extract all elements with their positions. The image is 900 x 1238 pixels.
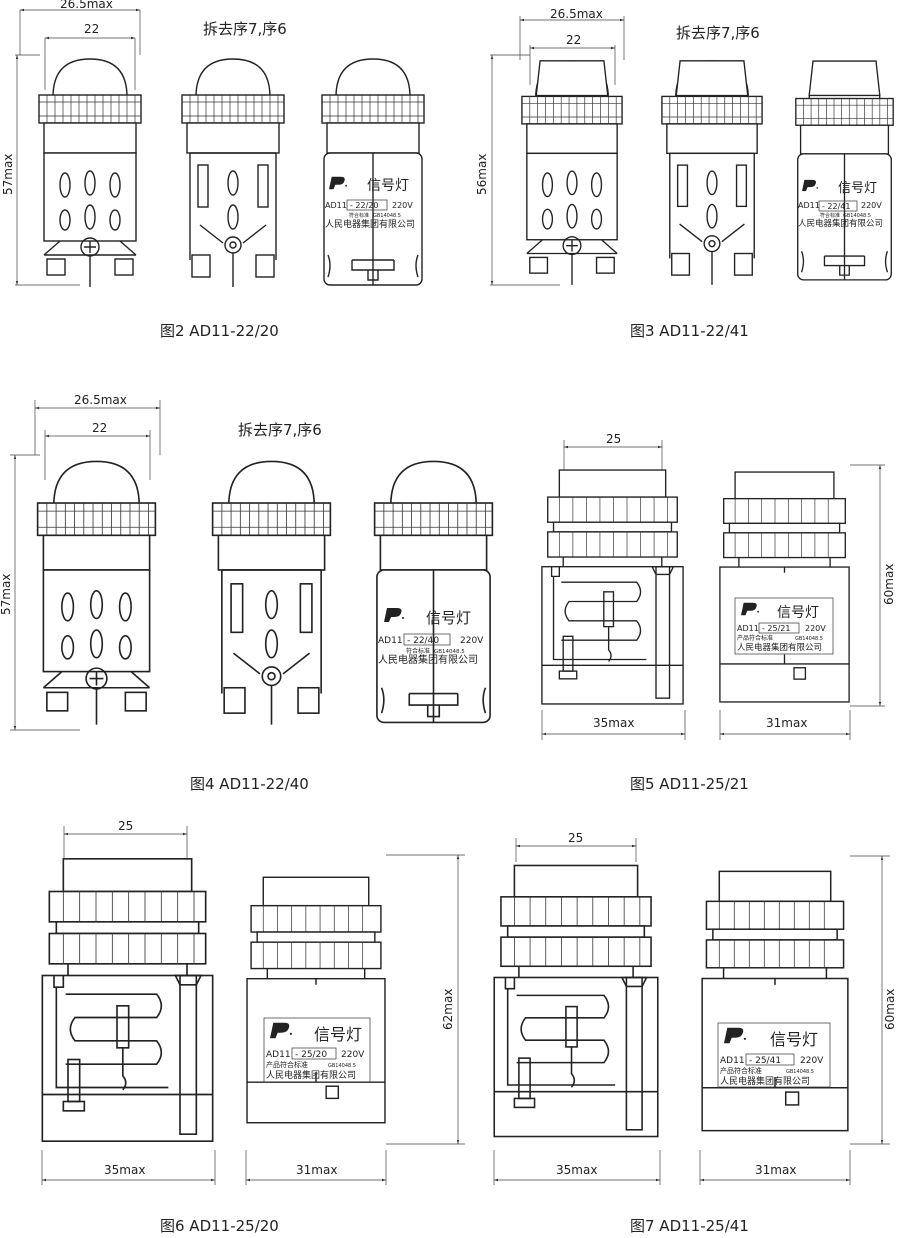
nameplate: 信号灯 AD11 - 25/20 220V 产品符合标准 GB14048.5 人…	[263, 1017, 371, 1083]
figure-caption: 图6 AD11-25/20	[160, 1217, 279, 1235]
svg-text:GB14048.5: GB14048.5	[795, 636, 823, 642]
side-view	[181, 58, 285, 288]
dim-inner: 22	[84, 22, 99, 36]
svg-text:AD11: AD11	[798, 201, 820, 210]
back-view	[373, 460, 494, 724]
svg-text:信号灯: 信号灯	[777, 605, 819, 621]
dim-inner: 22	[566, 33, 581, 47]
svg-text:符合标准: 符合标准	[349, 212, 369, 219]
svg-text:220V: 220V	[805, 624, 826, 633]
side-view	[41, 857, 214, 1143]
svg-text:人民电器集团有限公司: 人民电器集团有限公司	[737, 642, 822, 653]
svg-text:- 25/20: - 25/20	[295, 1050, 327, 1060]
svg-text:产品符合标准: 产品符合标准	[720, 1066, 762, 1075]
figure-caption: 图3 AD11-22/41	[630, 322, 749, 340]
back-view	[719, 471, 850, 703]
figure-5: 信号灯 AD11 - 25/21 220V 产品符合标准 GB14048.5 人…	[541, 432, 896, 793]
nameplate: 信号灯 AD11 - 22/40 220V 符合标准 GB14048.5 人民电…	[378, 608, 484, 666]
svg-text:人民电器集团有限公司: 人民电器集团有限公司	[720, 1075, 810, 1087]
svg-text:AD11: AD11	[325, 201, 347, 210]
svg-text:产品符合标准: 产品符合标准	[266, 1060, 308, 1069]
note: 拆去序7,序6	[203, 20, 287, 38]
svg-text:GB14048.5: GB14048.5	[328, 1063, 356, 1069]
note: 拆去序7,序6	[238, 421, 322, 439]
svg-text:220V: 220V	[861, 201, 882, 210]
svg-text:GB14048.5: GB14048.5	[373, 213, 401, 219]
dim-height: 62max	[441, 989, 455, 1030]
figure-3: 信号灯 AD11 - 22/41 220V 符合标准 GB14048.5 人民电…	[475, 7, 894, 340]
svg-text:人民电器集团有限公司: 人民电器集团有限公司	[266, 1069, 356, 1081]
side-view	[541, 469, 684, 705]
dim-height: 60max	[883, 989, 897, 1030]
figure-7: 信号灯 AD11 - 25/41 220V 产品符合标准 GB14048.5 人…	[493, 831, 897, 1235]
back-view	[246, 876, 386, 1124]
back-view	[321, 58, 425, 286]
svg-text:AD11: AD11	[737, 624, 759, 633]
svg-text:- 25/21: - 25/21	[762, 624, 790, 633]
dim-height: 60max	[882, 564, 896, 605]
svg-text:220V: 220V	[460, 636, 484, 646]
svg-text:人民电器集团有限公司: 人民电器集团有限公司	[325, 218, 415, 230]
figure-caption: 图7 AD11-25/41	[630, 1217, 749, 1235]
dim-width-side: 35max	[104, 1163, 145, 1177]
dim-height: 57max	[0, 574, 13, 615]
svg-text:信号灯: 信号灯	[314, 1025, 362, 1044]
svg-text:符合标准: 符合标准	[406, 647, 430, 655]
dim-width-back: 31max	[296, 1163, 337, 1177]
svg-text:信号灯: 信号灯	[838, 181, 877, 196]
svg-text:- 22/20: - 22/20	[350, 201, 378, 210]
svg-text:符合标准: 符合标准	[820, 212, 840, 219]
figure-caption: 图2 AD11-22/20	[160, 322, 279, 340]
front-view	[36, 460, 157, 726]
dim-outer: 26.5max	[74, 393, 127, 407]
nameplate: 信号灯 AD11 - 22/20 220V 符合标准 GB14048.5 人民电…	[325, 176, 415, 230]
dim-height: 56max	[475, 154, 489, 195]
svg-text:信号灯: 信号灯	[770, 1030, 818, 1049]
svg-text:220V: 220V	[392, 201, 413, 210]
dim-inner: 22	[92, 421, 107, 435]
svg-text:GB14048.5: GB14048.5	[843, 213, 871, 219]
svg-text:- 22/41: - 22/41	[822, 202, 850, 211]
figure-caption: 图5 AD11-25/21	[630, 775, 749, 793]
nameplate: 信号灯 AD11 - 25/41 220V 产品符合标准 GB14048.5 人…	[717, 1022, 831, 1088]
dim-width-back: 31max	[755, 1163, 796, 1177]
svg-text:信号灯: 信号灯	[426, 609, 471, 627]
nameplate: 信号灯 AD11 - 25/21 220V 产品符合标准 GB14048.5 人…	[734, 597, 834, 655]
figure-2: 信号灯 AD11 - 22/20 220V 符合标准 GB14048.5 人民电…	[1, 0, 425, 340]
front-view	[38, 58, 142, 288]
back-view	[701, 870, 849, 1132]
dim-outer: 26.5max	[60, 0, 113, 11]
dim-height: 57max	[1, 154, 15, 195]
side-view	[211, 460, 332, 726]
svg-text:220V: 220V	[341, 1050, 365, 1060]
dim-top: 25	[568, 831, 583, 845]
svg-text:人民电器集团有限公司: 人民电器集团有限公司	[378, 653, 478, 666]
dim-width-back: 31max	[766, 716, 807, 730]
dim-top: 25	[118, 819, 133, 833]
svg-text:AD11: AD11	[378, 636, 403, 646]
svg-text:220V: 220V	[800, 1056, 824, 1066]
svg-text:- 22/40: - 22/40	[407, 636, 439, 646]
nameplate: 信号灯 AD11 - 22/41 220V 符合标准 GB14048.5 人民电…	[798, 179, 883, 229]
svg-text:- 25/41: - 25/41	[749, 1056, 781, 1066]
note: 拆去序7,序6	[676, 24, 760, 42]
svg-text:AD11: AD11	[266, 1050, 291, 1060]
dim-top: 25	[606, 432, 621, 446]
svg-text:GB14048.5: GB14048.5	[434, 649, 465, 655]
dim-width-side: 35max	[556, 1163, 597, 1177]
side-view	[493, 864, 659, 1138]
dim-width-side: 35max	[593, 716, 634, 730]
svg-text:信号灯: 信号灯	[367, 178, 409, 194]
svg-text:产品符合标准: 产品符合标准	[737, 634, 773, 642]
svg-text:GB14048.5: GB14048.5	[786, 1069, 814, 1075]
dim-outer: 26.5max	[550, 7, 603, 21]
figure-6: 信号灯 AD11 - 25/20 220V 产品符合标准 GB14048.5 人…	[41, 819, 465, 1235]
back-view	[795, 63, 894, 281]
figure-4: 信号灯 AD11 - 22/40 220V 符合标准 GB14048.5 人民电…	[0, 393, 494, 793]
svg-text:人民电器集团有限公司: 人民电器集团有限公司	[798, 218, 883, 229]
svg-text:AD11: AD11	[720, 1056, 745, 1066]
figure-caption: 图4 AD11-22/40	[190, 775, 309, 793]
